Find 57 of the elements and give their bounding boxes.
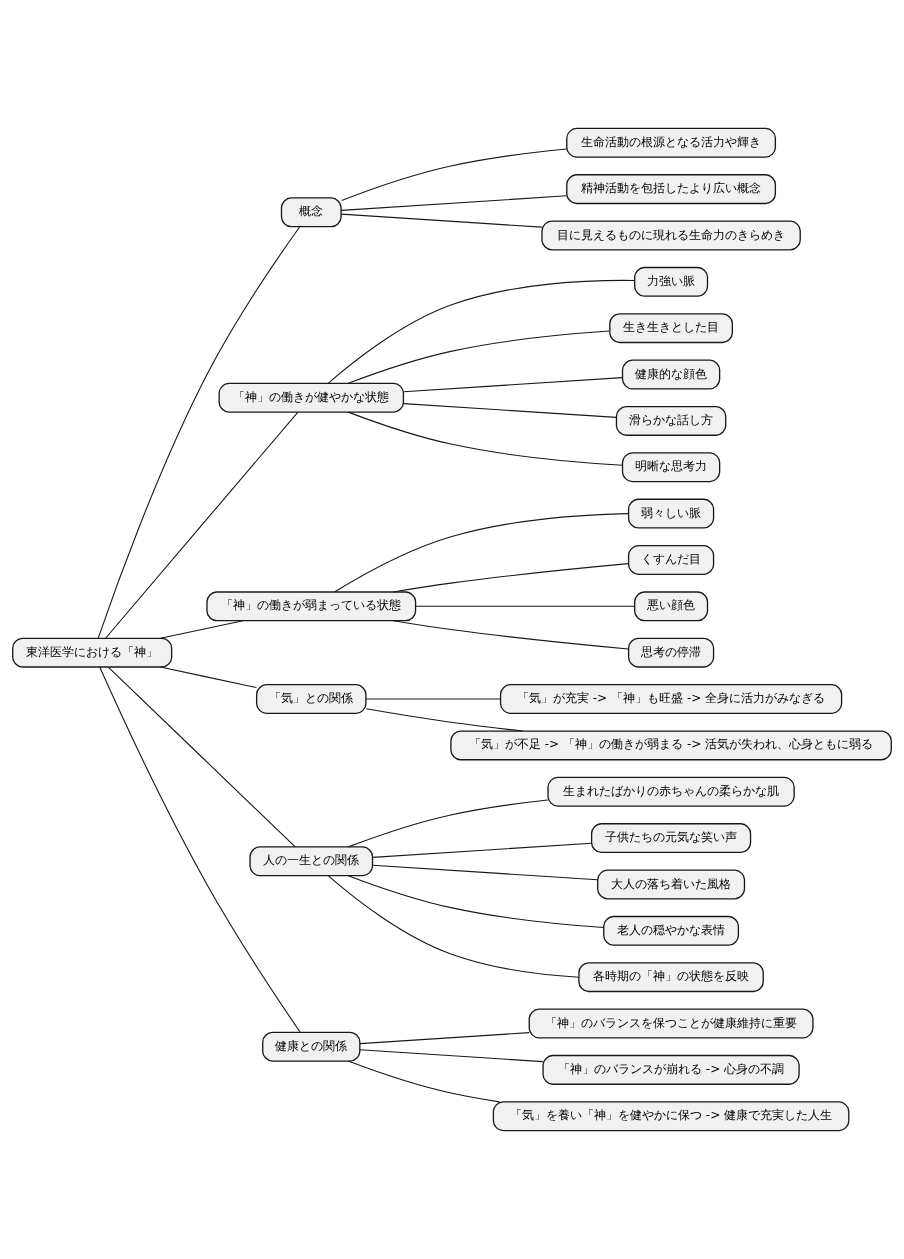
connector	[341, 148, 568, 201]
connector	[403, 377, 623, 393]
connector	[99, 666, 301, 1033]
node-box: 「神」のバランスを保つことが健康維持に重要	[528, 1008, 814, 1039]
node-box: 目に見えるものに現れる生命力のきらめき	[541, 220, 801, 251]
node-box: 健康的な顔色	[621, 359, 721, 390]
connector	[372, 864, 598, 881]
node-box: 生命活動の根源となる活力や輝き	[566, 127, 777, 158]
node-box: 概念	[280, 197, 342, 228]
connector	[392, 620, 629, 650]
node-box: 思考の停滞	[627, 637, 715, 668]
node-box: 老人の穏やかな表情	[603, 915, 740, 946]
node-box: 悪い顔色	[634, 591, 709, 622]
connector	[347, 1060, 501, 1103]
connector	[392, 563, 629, 593]
node-box: 「気」が不足 -> 「神」の働きが弱まる -> 活気が失われ、心身ともに弱る	[450, 730, 892, 761]
connector	[347, 411, 624, 466]
connector	[403, 403, 617, 418]
connector	[365, 708, 524, 732]
node-box: 生き生きとした目	[609, 313, 733, 344]
connector	[159, 666, 257, 689]
node-box: 大人の落ち着いた風格	[597, 869, 746, 900]
node-box: 「神」の働きが健やかな状態	[218, 382, 405, 413]
node-box: 明晰な思考力	[621, 452, 721, 483]
node-box: 弱々しい脈	[627, 498, 715, 529]
node-box: 子供たちの元気な笑い声	[590, 823, 752, 854]
node-box: 人の一生との関係	[249, 846, 374, 877]
node-box: 「気」を養い「神」を健やかに保つ -> 健康で充実した人生	[492, 1101, 850, 1132]
connector	[327, 875, 580, 978]
node-box: 各時期の「神」の状態を反映	[578, 962, 764, 993]
node-box: 健康との関係	[262, 1031, 361, 1062]
node-box: 「神」のバランスが崩れる -> 心身の不調	[542, 1054, 800, 1085]
connector	[372, 842, 593, 858]
connector	[97, 226, 301, 639]
connector	[347, 330, 610, 384]
connector	[340, 213, 543, 228]
connector	[327, 279, 635, 384]
node-box: 力強い脈	[634, 266, 709, 297]
node-box: 「神」の働きが弱まっている状態	[206, 591, 417, 622]
node-box: 「気」との関係	[256, 684, 367, 715]
connector	[159, 620, 244, 639]
connector	[359, 1032, 530, 1045]
connector	[334, 513, 629, 593]
node-box: 滑らかな話し方	[615, 405, 727, 436]
connector	[365, 698, 501, 700]
node-box: 精神活動を包括したより広い概念	[566, 174, 777, 205]
node-box: 「気」が充実 -> 「神」も旺盛 -> 全身に活力がみなぎる	[499, 684, 843, 715]
node-box: くすんだ目	[627, 544, 715, 575]
connector	[105, 411, 299, 639]
node-box: 東洋医学における「神」	[12, 637, 173, 668]
node-box: 生まれたばかりの赤ちゃんの柔らかな肌	[547, 776, 795, 807]
connector	[347, 799, 549, 848]
connector	[359, 1049, 544, 1063]
connector	[415, 605, 635, 607]
connector	[108, 666, 296, 848]
connector	[340, 195, 568, 211]
connector	[347, 875, 605, 929]
